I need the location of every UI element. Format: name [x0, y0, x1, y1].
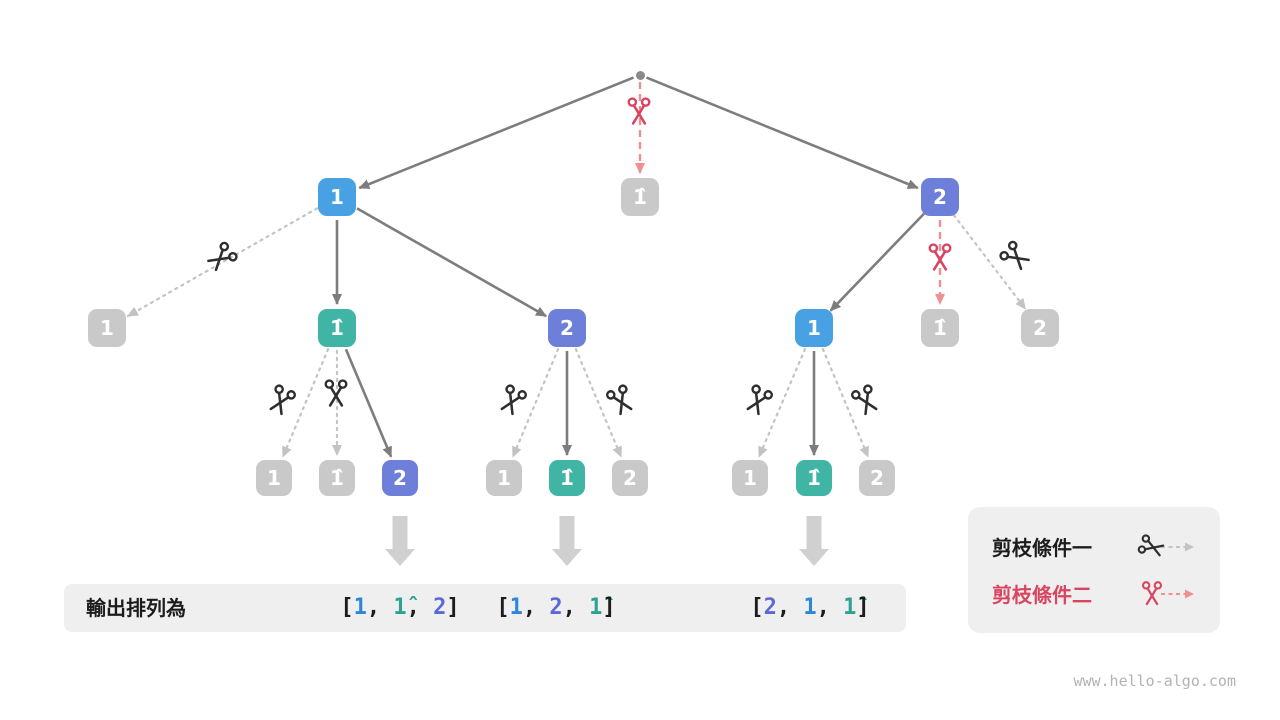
legend-icon-prune-2 [1138, 580, 1196, 608]
tree-edge-solid [356, 207, 547, 318]
scissors-red-icon [1138, 580, 1166, 608]
output-token: ] [602, 595, 616, 620]
output-token: 2 [433, 595, 447, 620]
tree-edge-dotted [574, 348, 623, 458]
output-bar: 輸出排列為 [1, 1̂, 2][1, 2, 1̂][2, 1, 1̂] [64, 584, 906, 632]
tree-edge-solid [358, 76, 634, 190]
flow-down-arrow [552, 516, 582, 566]
legend-label-prune-1: 剪枝條件一 [992, 536, 1092, 560]
tree-node-L3-h: 1̂ [796, 460, 832, 496]
tree-edge-dotted [821, 348, 870, 458]
output-token: , [776, 595, 804, 620]
scissors-black-icon [260, 380, 303, 423]
tree-edge-dotted [757, 348, 807, 458]
tree-node-L3-b: 1̂ [319, 460, 355, 496]
flow-down-arrow [385, 516, 415, 566]
scissors-black-icon [198, 235, 243, 280]
legend-item-prune-condition-2: 剪枝條件二 [992, 579, 1196, 608]
tree-edge-dotted [281, 348, 330, 458]
scissors-red-icon [924, 242, 956, 274]
tree-edge-solid [646, 76, 919, 190]
scissors-black-icon [845, 380, 888, 423]
tree-edge-dotted [511, 348, 560, 458]
tree-node-L1-1h: 1̂ [621, 178, 659, 216]
scissors-black-icon [993, 234, 1038, 279]
output-token: 1̂ [393, 595, 407, 620]
tree-edge-solid [344, 348, 393, 458]
tree-node-L2-b: 1̂ [318, 309, 356, 347]
output-permutation-1: [1, 1̂, 2] [340, 584, 459, 632]
output-token: 2 [549, 595, 563, 620]
tree-node-L2-f: 2 [1021, 309, 1059, 347]
tree-node-L2-a: 1 [88, 309, 126, 347]
scissors-black-icon [320, 378, 352, 410]
tree-node-L3-d: 1 [486, 460, 522, 496]
output-token: 1 [353, 595, 367, 620]
output-token: 1 [803, 595, 817, 620]
tree-node-L3-a: 1 [256, 460, 292, 496]
output-token: 2 [763, 595, 777, 620]
flow-down-arrow [799, 516, 829, 566]
output-token: [ [750, 595, 764, 620]
tree-node-L3-c: 2 [382, 460, 418, 496]
output-token: 1 [509, 595, 523, 620]
scissors-red-icon [623, 96, 655, 128]
output-token: ] [856, 595, 870, 620]
scissors-black-icon [1134, 529, 1170, 565]
output-token: , [816, 595, 844, 620]
output-token: , [406, 595, 434, 620]
tree-root-dot [635, 70, 645, 80]
output-token: , [562, 595, 590, 620]
tree-edge-dotted [952, 214, 1027, 310]
output-token: , [366, 595, 394, 620]
watermark: www.hello-algo.com [1073, 672, 1236, 690]
tree-node-L2-c: 2 [548, 309, 586, 347]
tree-node-L1-1: 1 [318, 178, 356, 216]
scissors-black-icon [491, 380, 534, 423]
scissors-black-icon [737, 380, 780, 423]
output-token: 1̂ [843, 595, 857, 620]
dashed-arrow-pink-icon [1161, 589, 1194, 598]
output-permutation-2: [1, 2, 1̂] [496, 584, 615, 632]
tree-edge-solid [829, 212, 926, 312]
tree-node-L3-e: 1̂ [549, 460, 585, 496]
output-token: [ [496, 595, 510, 620]
dashed-arrow-gray-icon [1161, 542, 1194, 551]
output-label: 輸出排列為 [86, 596, 186, 620]
output-token: ] [446, 595, 460, 620]
tree-node-L3-i: 2 [859, 460, 895, 496]
output-token: 1̂ [589, 595, 603, 620]
tree-node-L3-g: 1 [732, 460, 768, 496]
output-token: [ [340, 595, 354, 620]
tree-node-L1-2: 2 [921, 178, 959, 216]
legend-label-prune-2: 剪枝條件二 [992, 583, 1092, 607]
scissors-black-icon [600, 380, 643, 423]
tree-edge-dotted [126, 207, 319, 318]
output-token: , [522, 595, 550, 620]
tree-node-L2-e: 1̂ [921, 309, 959, 347]
output-permutation-3: [2, 1, 1̂] [750, 584, 869, 632]
legend-item-prune-condition-1: 剪枝條件一 [992, 532, 1196, 561]
tree-node-L3-f: 2 [612, 460, 648, 496]
legend-panel: 剪枝條件一 剪枝條件二 [968, 507, 1220, 633]
tree-node-L2-d: 1 [795, 309, 833, 347]
legend-icon-prune-1 [1137, 533, 1196, 561]
